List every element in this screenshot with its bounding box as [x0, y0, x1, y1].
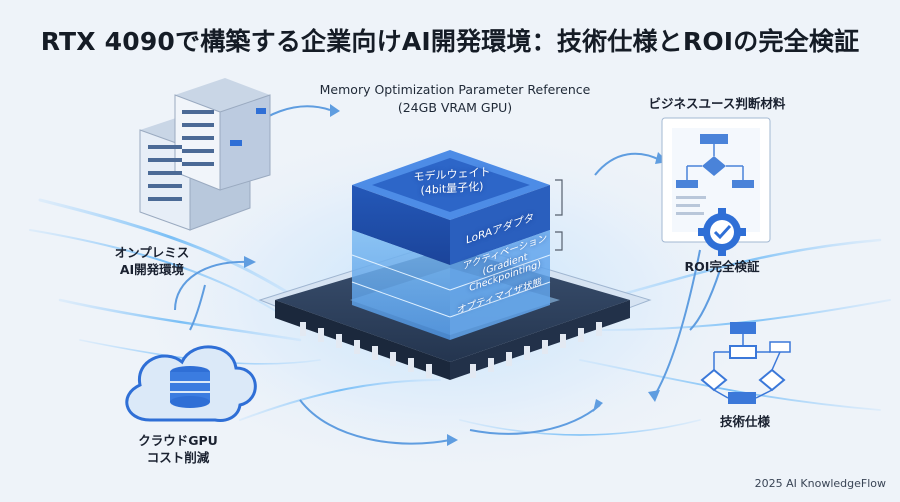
cloud-label-line2: コスト削減 — [146, 450, 210, 465]
memory-reference-line2: (24GB VRAM GPU) — [397, 100, 513, 115]
onprem-label-line2: AI開発環境 — [119, 262, 185, 277]
flowchart-icon — [700, 322, 791, 404]
roi-label: ROI完全検証 — [684, 259, 760, 274]
business-label: ビジネスユース判断材料 — [648, 96, 786, 111]
memory-reference-heading: Memory Optimization Parameter Reference … — [300, 81, 610, 117]
memory-reference-line1: Memory Optimization Parameter Reference — [319, 82, 591, 97]
page-title: RTX 4090で構築する企業向けAI開発環境：技術仕様とROIの完全検証 — [40, 27, 860, 56]
spec-label: 技術仕様 — [719, 414, 770, 429]
footer-credit: 2025 AI KnowledgeFlow — [754, 477, 886, 490]
cloud-label: クラウドGPU コスト削減 — [118, 432, 238, 466]
onprem-label: オンプレミス AI開発環境 — [92, 244, 212, 278]
cloud-database-icon — [125, 345, 257, 422]
flow-arrows — [174, 105, 721, 445]
memory-stack — [351, 150, 563, 340]
server-rack-icon — [139, 78, 271, 231]
onprem-label-line1: オンプレミス — [114, 245, 190, 260]
cloud-label-line1: クラウドGPU — [138, 433, 218, 448]
gear-check-icon — [698, 208, 746, 256]
